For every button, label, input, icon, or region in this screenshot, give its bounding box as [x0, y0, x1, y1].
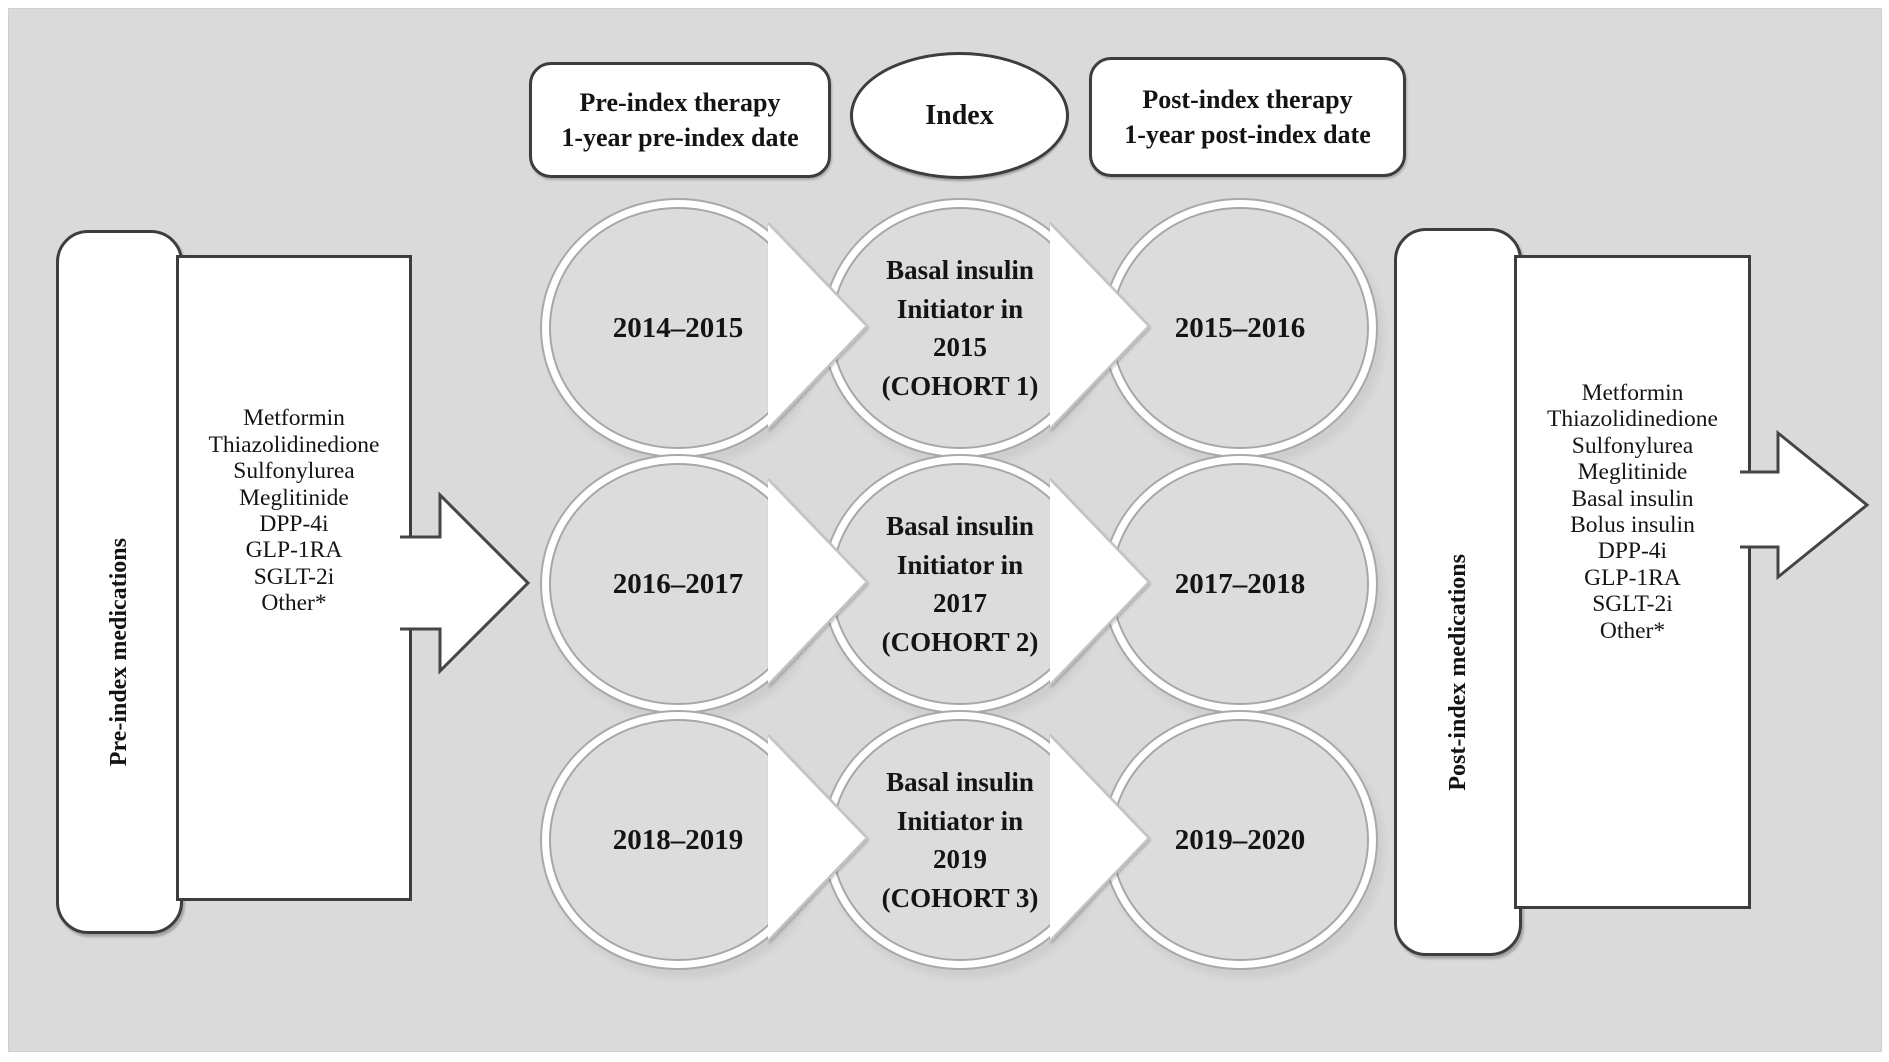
arrow-right-icon: [767, 222, 869, 430]
medication-item: Sulfonylurea: [1571, 432, 1694, 459]
post-period-label: 2015–2016: [1174, 311, 1306, 344]
cohort1-circle: Basal insulin Initiator in 2015 (COHORT …: [831, 207, 1089, 449]
medication-item: SGLT-2i: [1592, 591, 1673, 618]
medication-item: Metformin: [1581, 379, 1684, 406]
medication-item: Thiazolidinedione: [1547, 406, 1718, 433]
cohort3-line2: Initiator in: [896, 805, 1024, 836]
pre-index-medications-label: Pre-index medications: [106, 537, 132, 767]
index-ellipse: Index: [850, 52, 1069, 179]
pre-period-circle-cohort1: 2014–2015: [549, 207, 807, 449]
post-index-therapy-box: Post-index therapy 1-year post-index dat…: [1089, 57, 1406, 177]
pre-index-therapy-box: Pre-index therapy 1-year pre-index date: [529, 62, 831, 178]
cohort3-circle: Basal insulin Initiator in 2019 (COHORT …: [831, 719, 1089, 961]
cohort2-line3: 2017: [933, 588, 987, 618]
pre-period-label: 2014–2015: [612, 311, 744, 344]
medication-item: GLP-1RA: [1584, 564, 1681, 591]
medication-item: Bolus insulin: [1570, 512, 1695, 538]
medication-item: Thiazolidinedione: [208, 431, 380, 458]
arrow-right-icon: [767, 734, 869, 942]
post-index-medications-label: Post-index medications: [1444, 553, 1471, 791]
medication-item: Metformin: [243, 405, 345, 432]
post-period-circle-cohort3: 2019–2020: [1111, 719, 1369, 961]
medication-item: GLP-1RA: [245, 537, 343, 564]
medication-lines: Metformin Thiazolidinedione Sulfonylurea…: [1547, 380, 1718, 644]
pre-index-medications-rail: Pre-index medications: [56, 230, 183, 934]
post-period-label: 2019–2020: [1174, 823, 1306, 856]
post-index-medications-list: Metformin Thiazolidinedione Sulfonylurea…: [1514, 255, 1751, 909]
pre-period-label: 2018–2019: [612, 823, 744, 856]
pre-medications-flow-arrow-icon: [400, 491, 531, 675]
medication-item: SGLT-2i: [253, 563, 335, 590]
cohort1-line4: (COHORT 1): [881, 370, 1039, 401]
cohort3-line1: Basal insulin: [886, 767, 1034, 797]
medication-lines: Metformin Thiazolidinedione Sulfonylurea…: [209, 405, 380, 616]
pre-period-label: 2016–2017: [612, 567, 744, 600]
pre-index-medications-list: Metformin Thiazolidinedione Sulfonylurea…: [176, 255, 412, 901]
arrow-right-icon: [1049, 734, 1151, 942]
medication-item: Other*: [1599, 617, 1666, 644]
medication-item: Meglitinide: [239, 484, 349, 511]
post-index-therapy-line1: Post-index therapy: [1142, 85, 1353, 114]
pre-index-therapy-line2: 1-year pre-index date: [561, 123, 799, 152]
medication-item: DPP-4i: [259, 511, 329, 537]
cohort1-line1: Basal insulin: [886, 255, 1034, 285]
cohort2-line2: Initiator in: [896, 549, 1024, 580]
medication-item: Other*: [261, 590, 327, 617]
index-label: Index: [925, 99, 994, 131]
arrow-right-icon: [1049, 478, 1151, 686]
medication-item: Basal insulin: [1571, 485, 1694, 512]
post-period-circle-cohort2: 2017–2018: [1111, 463, 1369, 705]
post-period-circle-cohort1: 2015–2016: [1111, 207, 1369, 449]
pre-index-therapy-line1: Pre-index therapy: [579, 88, 781, 117]
cohort3-line4: (COHORT 3): [881, 882, 1039, 913]
medication-item: DPP-4i: [1597, 538, 1668, 565]
medication-item: Meglitinide: [1577, 459, 1688, 486]
arrow-right-icon: [767, 478, 869, 686]
pre-period-circle-cohort3: 2018–2019: [549, 719, 807, 961]
cohort2-line1: Basal insulin: [886, 511, 1034, 541]
post-medications-flow-arrow-icon: [1740, 429, 1870, 581]
post-index-therapy-line2: 1-year post-index date: [1124, 120, 1371, 149]
post-index-medications-rail: Post-index medications: [1394, 228, 1522, 956]
medication-item: Sulfonylurea: [233, 458, 355, 485]
cohort1-line2: Initiator in: [896, 293, 1024, 324]
cohort3-line3: 2019: [933, 844, 987, 874]
post-period-label: 2017–2018: [1174, 567, 1306, 600]
cohort2-line4: (COHORT 2): [881, 626, 1039, 657]
arrow-right-icon: [1049, 222, 1151, 430]
cohort1-line3: 2015: [933, 332, 987, 362]
